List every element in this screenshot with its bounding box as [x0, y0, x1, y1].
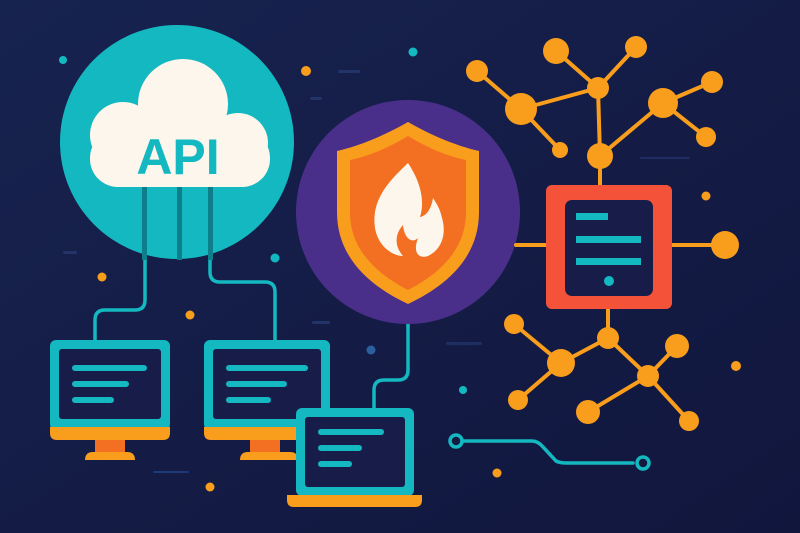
shield-badge — [296, 100, 520, 324]
monitor-icon — [204, 340, 330, 460]
api-cloud-badge: API — [60, 25, 294, 260]
shield-flame-icon — [337, 122, 479, 304]
laptop-icon — [287, 408, 422, 507]
cloud-icon — [90, 59, 270, 187]
api-connectors — [93, 256, 410, 412]
network-graph-nodes — [466, 36, 739, 431]
circuit-trace-icon — [448, 433, 651, 471]
monitor-icon — [50, 340, 170, 460]
api-label: API — [136, 129, 219, 185]
decorative-dots — [59, 47, 741, 492]
tablet-device-icon — [546, 185, 672, 309]
